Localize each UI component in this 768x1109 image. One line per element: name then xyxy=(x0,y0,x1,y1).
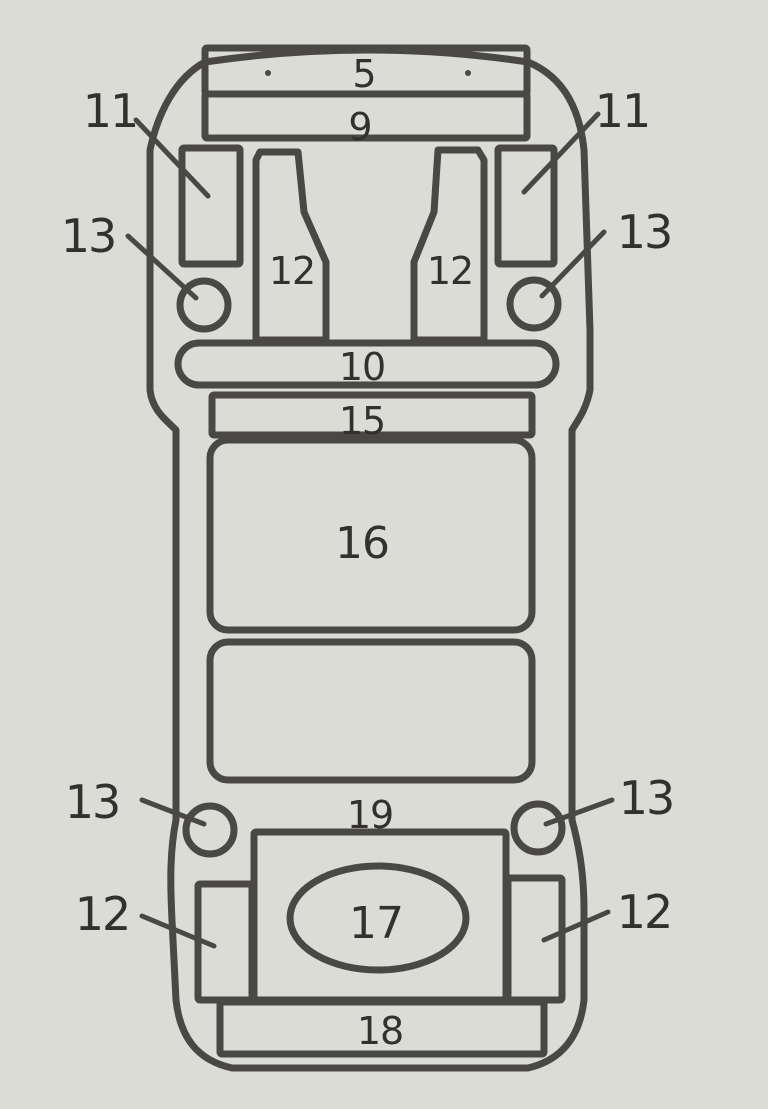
front-panel xyxy=(201,90,531,142)
firewall xyxy=(208,391,536,439)
front-right-rail xyxy=(410,146,488,344)
label-rear-bumper: 18 xyxy=(357,1009,403,1053)
leader-front-left-11 xyxy=(133,117,211,199)
leader-rear-left-13 xyxy=(139,797,207,827)
label-firewall: 15 xyxy=(339,399,385,443)
front-right-component xyxy=(494,144,558,268)
cross-member xyxy=(174,339,560,389)
cabin-floor-rear xyxy=(206,638,536,784)
front-left-rail xyxy=(252,148,330,344)
label-rear-right-component: 12 xyxy=(617,885,672,939)
label-front-left-rail: 12 xyxy=(269,249,315,293)
label-front-right-wheel: 13 xyxy=(617,205,672,259)
leader-front-right-11 xyxy=(521,111,601,195)
bumper-bolt-left xyxy=(265,70,271,76)
leader-front-left-13 xyxy=(125,233,199,301)
label-cabin-floor: 16 xyxy=(335,518,389,569)
label-rear-left-component: 12 xyxy=(75,887,130,941)
bumper-bolt-right xyxy=(465,70,471,76)
label-front-right-rail: 12 xyxy=(427,249,473,293)
front-right-wheel xyxy=(506,276,562,332)
front-left-wheel xyxy=(176,277,232,333)
label-cross-member: 10 xyxy=(339,345,385,389)
label-front-right-component: 11 xyxy=(595,84,650,138)
label-rear-left-wheel: 13 xyxy=(65,775,120,829)
label-fuel-tank: 17 xyxy=(349,898,403,949)
leader-rear-left-12 xyxy=(139,913,217,949)
label-front-left-component: 11 xyxy=(83,84,138,138)
rear-right-component xyxy=(504,874,566,1004)
label-front-panel: 9 xyxy=(348,105,371,149)
front-left-component xyxy=(178,144,244,268)
fuel-tank xyxy=(286,862,470,974)
label-front-bumper: 5 xyxy=(352,52,375,96)
cabin-floor-front xyxy=(206,436,536,634)
leader-rear-right-12 xyxy=(541,909,611,943)
leader-front-right-13 xyxy=(539,229,607,299)
label-front-left-wheel: 13 xyxy=(61,209,116,263)
rear-bumper xyxy=(216,998,548,1058)
label-rear-right-wheel: 13 xyxy=(619,771,674,825)
rear-right-wheel xyxy=(510,800,566,856)
leader-rear-right-13 xyxy=(543,797,615,827)
rear-left-wheel xyxy=(182,802,238,858)
label-rear-center: 19 xyxy=(347,793,393,837)
